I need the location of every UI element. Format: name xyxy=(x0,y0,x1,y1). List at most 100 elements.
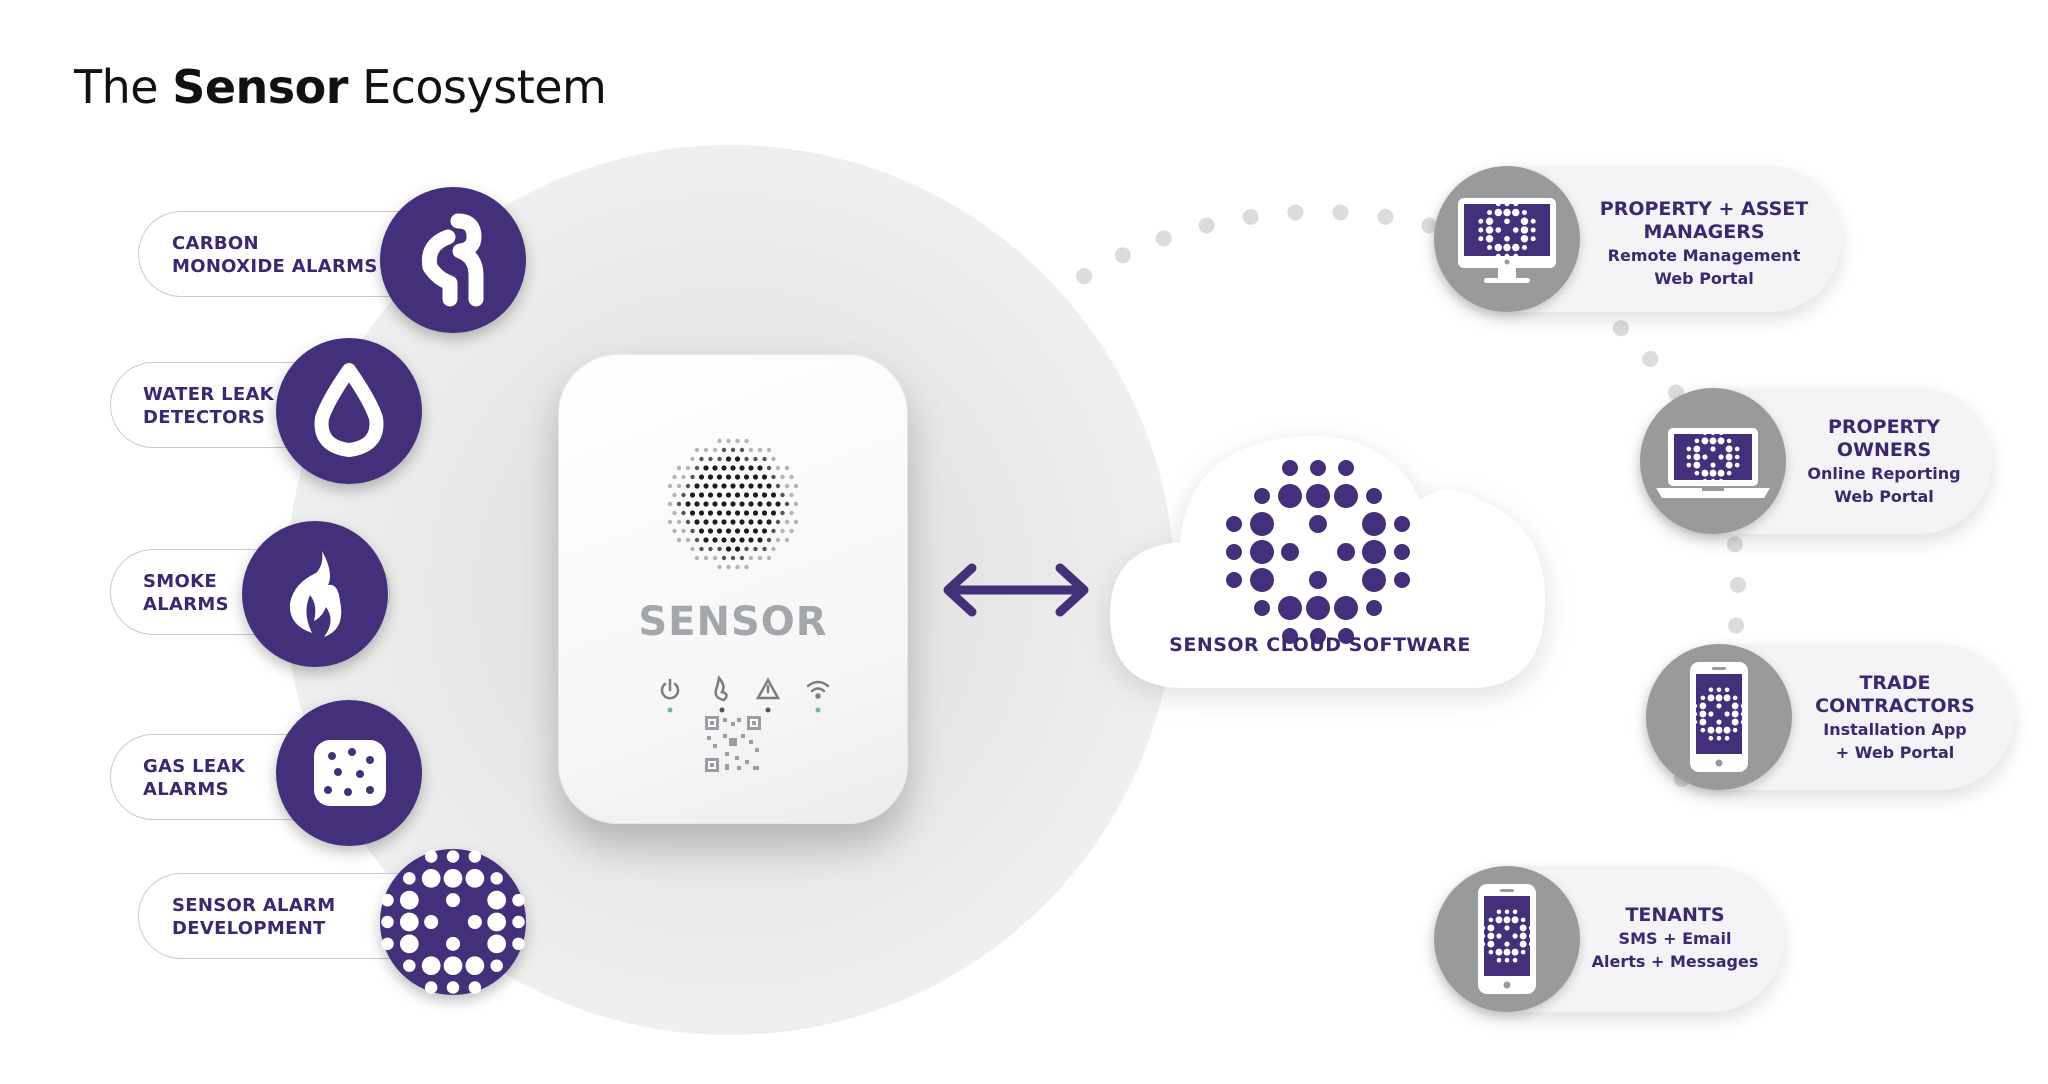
logo-dot xyxy=(1487,924,1495,932)
logo-dot xyxy=(1726,470,1732,476)
grille-hole xyxy=(685,519,691,525)
grille-hole xyxy=(757,555,763,561)
sensor-logo-icon xyxy=(1226,460,1410,644)
grille-hole xyxy=(672,492,677,498)
logo-dot xyxy=(1699,710,1707,718)
grille-hole xyxy=(753,546,758,552)
logo-dot xyxy=(1519,932,1527,940)
logo-dot xyxy=(1520,949,1526,955)
logo-dot xyxy=(1494,243,1503,252)
logo-dot xyxy=(487,890,507,910)
grille-hole xyxy=(685,483,691,489)
grille-hole xyxy=(676,465,682,471)
logo-dot xyxy=(1693,461,1701,469)
grille-hole xyxy=(689,492,696,498)
logo-dot xyxy=(1504,909,1510,915)
logo-dot xyxy=(1503,243,1511,252)
logo-dot xyxy=(1504,201,1510,207)
logo-dot xyxy=(1740,703,1746,709)
logo-dot xyxy=(1530,218,1536,224)
logo-dot xyxy=(1734,446,1740,452)
alarm-label-water-leak: WATER LEAK DETECTORS xyxy=(143,383,274,429)
logo-dot xyxy=(1512,227,1519,233)
logo-dot xyxy=(1503,948,1511,956)
logo-dot xyxy=(1487,210,1493,216)
grille-hole xyxy=(725,546,732,552)
logo-dot xyxy=(1496,957,1502,963)
grille-hole xyxy=(743,492,750,498)
card-title-line1: TRADE xyxy=(1859,672,1931,694)
logo-dot xyxy=(445,893,461,908)
grille-hole xyxy=(707,492,714,498)
grille-hole xyxy=(739,519,745,525)
grille-hole xyxy=(667,501,673,507)
logo-dot xyxy=(1487,940,1495,948)
alarm-label-carbon-monoxide: CARBON MONOXIDE ALARMS xyxy=(172,232,378,278)
logo-dot xyxy=(1701,437,1709,445)
grille-hole xyxy=(734,546,741,552)
card-sub-line2: Web Portal xyxy=(1654,269,1754,288)
logo-dot xyxy=(1717,469,1725,477)
logo-dot xyxy=(490,872,503,885)
logo-dot xyxy=(1494,208,1503,217)
logo-dot xyxy=(1530,236,1536,242)
grille-hole xyxy=(708,546,713,552)
grille-hole xyxy=(690,528,695,534)
grille-hole xyxy=(712,555,718,561)
grille-hole xyxy=(753,456,758,462)
grille-hole xyxy=(716,510,723,516)
card-sub-line1: Remote Management xyxy=(1607,246,1801,265)
logo-dot xyxy=(421,868,441,888)
logo-dot xyxy=(1699,718,1707,726)
grille-hole xyxy=(717,564,722,570)
logo-dot xyxy=(1278,484,1302,508)
logo-dot xyxy=(1710,446,1716,452)
grille-hole xyxy=(712,519,718,525)
grille-hole xyxy=(716,528,723,534)
alarm-label-line1: WATER LEAK xyxy=(143,384,274,405)
grille-hole xyxy=(734,456,741,462)
logo-dot xyxy=(399,890,419,910)
arc-dot xyxy=(1332,204,1349,221)
card-sub-line2: Alerts + Messages xyxy=(1591,952,1759,971)
logo-dot xyxy=(1732,727,1738,733)
grille-hole xyxy=(730,519,736,525)
logo-dot xyxy=(1511,948,1519,956)
arc-dot xyxy=(1198,217,1215,234)
logo-dot xyxy=(1278,596,1302,620)
grille-hole xyxy=(775,519,781,525)
logo-dot xyxy=(1519,924,1527,932)
grille-hole xyxy=(766,501,772,507)
grille-hole xyxy=(694,447,700,453)
grille-hole xyxy=(694,519,700,525)
grille-hole xyxy=(780,510,785,516)
logo-dot xyxy=(424,981,438,994)
logo-dot xyxy=(1338,460,1354,476)
logo-dot xyxy=(1701,469,1709,477)
logo-dot xyxy=(1513,253,1519,259)
logo-dot xyxy=(1693,453,1701,461)
logo-dot xyxy=(1488,949,1494,955)
logo-dot xyxy=(399,934,419,954)
logo-dot xyxy=(1394,516,1410,532)
grille-hole xyxy=(730,537,736,543)
desktop-monitor-icon xyxy=(1434,166,1580,312)
card-title-line1: PROPERTY xyxy=(1827,416,1941,438)
card-title-line2: MANAGERS xyxy=(1643,221,1765,243)
logo-dot xyxy=(1708,711,1714,717)
logo-dot xyxy=(1528,941,1534,947)
grille-hole xyxy=(748,447,754,453)
logo-dot xyxy=(1708,735,1714,741)
logo-dot xyxy=(1495,948,1503,956)
grille-hole xyxy=(757,483,763,489)
grille-hole xyxy=(707,528,714,534)
grille-hole xyxy=(780,492,785,498)
grille-hole xyxy=(721,465,727,471)
logo-dot xyxy=(1366,488,1382,504)
grille-hole xyxy=(703,483,709,489)
logo-dot xyxy=(1693,445,1701,453)
logo-dot xyxy=(1485,226,1494,234)
logo-dot xyxy=(1511,916,1519,924)
logo-dot xyxy=(446,981,460,994)
logo-dot xyxy=(1528,925,1534,931)
